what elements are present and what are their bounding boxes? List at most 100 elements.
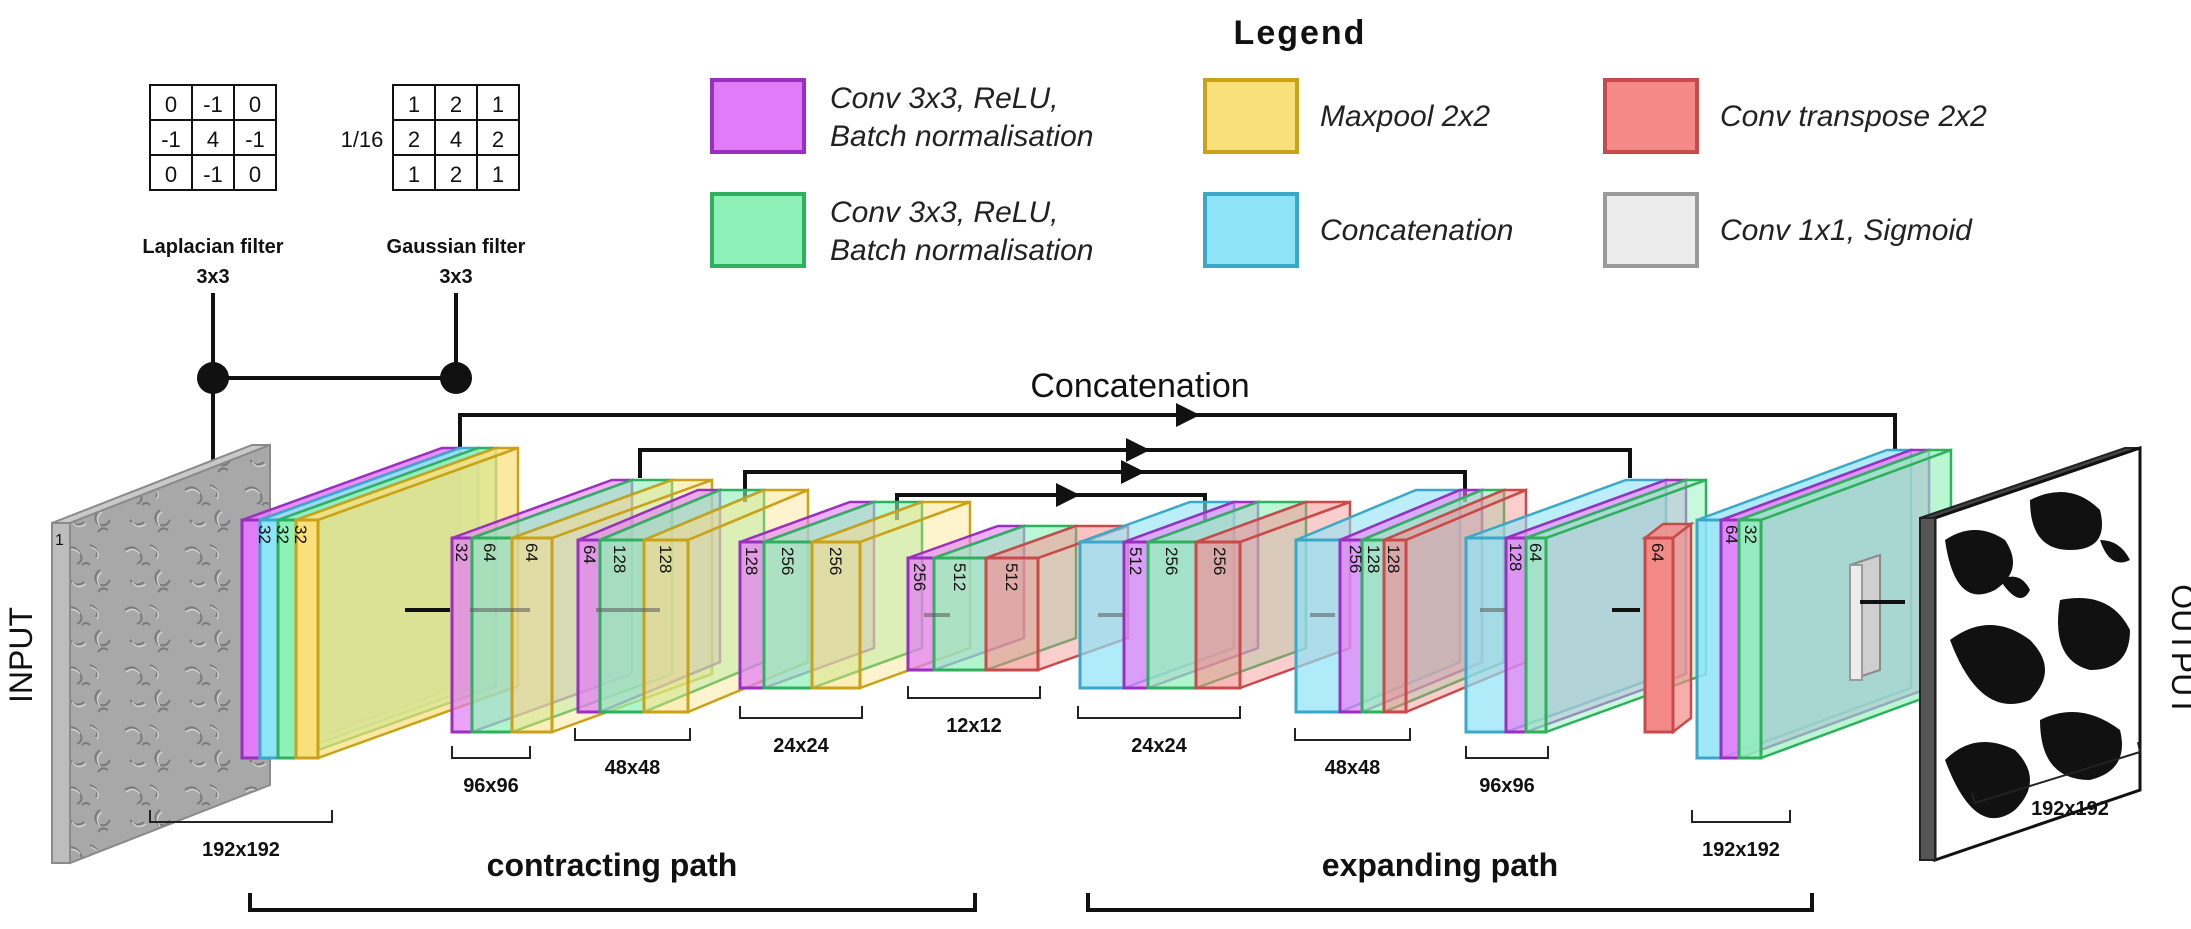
size-label: 48x48 <box>1325 757 1381 779</box>
size-brace: 192x192 <box>1691 810 1791 861</box>
block-9-upsample: 64 <box>1641 521 1695 735</box>
gaussian-cell: 1 <box>492 162 504 187</box>
size-label: 192x192 <box>202 839 280 861</box>
channel-count-label: 64 <box>1648 543 1667 562</box>
legend-swatch-conv-transpose <box>1603 78 1699 154</box>
laplacian-cell: 0 <box>249 162 261 187</box>
channel-count-label: 128 <box>1384 545 1403 573</box>
channel-count-label: 256 <box>778 547 797 575</box>
input-channel-count: 1 <box>55 532 64 549</box>
legend-title: Legend <box>1234 14 1367 52</box>
gaussian-cell: 2 <box>450 92 462 117</box>
concatenation-label: Concatenation <box>1030 367 1249 405</box>
channel-count-label: 256 <box>1210 547 1229 575</box>
size-brace: 96x96 <box>1465 746 1549 797</box>
legend-label-concatenation: Concatenation <box>1320 214 1513 247</box>
channel-count-label: 512 <box>950 563 969 591</box>
size-label: 96x96 <box>463 775 519 797</box>
size-brace: 96x96 <box>451 746 531 797</box>
laplacian-filter: 0 -1 0 -1 4 -1 0 -1 0 Laplacian filter 3… <box>142 84 284 288</box>
size-label: 24x24 <box>1131 735 1187 757</box>
channel-count-label: 32 <box>255 525 274 544</box>
channel-count-label: 64 <box>522 543 541 562</box>
legend: Legend Conv 3x3, ReLU, Batch normalisati… <box>710 14 1987 268</box>
size-brace: 192x192 <box>149 810 333 861</box>
channel-count-label: 32 <box>273 525 292 544</box>
laplacian-cell: -1 <box>203 92 223 117</box>
laplacian-cell: -1 <box>161 127 181 152</box>
channel-count-label: 32 <box>291 525 310 544</box>
legend-item-conv-purple: Conv 3x3, ReLU, Batch normalisation <box>710 78 1093 154</box>
laplacian-cell: 0 <box>165 162 177 187</box>
channel-count-label: 64 <box>480 543 499 562</box>
flow-lines <box>405 600 1905 612</box>
legend-label-conv-green-line1: Conv 3x3, ReLU, <box>830 196 1058 229</box>
gaussian-cell: 4 <box>450 127 462 152</box>
size-label: 96x96 <box>1479 775 1535 797</box>
laplacian-cell: -1 <box>203 162 223 187</box>
size-brace-output: 192x192 <box>1971 741 2142 820</box>
channel-count-label: 128 <box>1506 543 1525 571</box>
channel-count-label: 32 <box>1741 525 1760 544</box>
size-brace: 24x24 <box>1077 706 1241 757</box>
legend-item-conv1x1: Conv 1x1, Sigmoid <box>1603 192 1973 268</box>
size-label: 12x12 <box>946 715 1002 737</box>
layer-conv-transpose <box>1641 521 1695 735</box>
gaussian-grid <box>392 84 520 191</box>
legend-swatch-conv1x1 <box>1603 192 1699 268</box>
channel-count-label: 64 <box>1722 525 1741 544</box>
size-brace: 48x48 <box>1294 728 1411 779</box>
gaussian-cell: 1 <box>408 92 420 117</box>
input-label: INPUT <box>3 607 39 703</box>
channel-count-label: 64 <box>580 545 599 564</box>
gaussian-label-line1: Gaussian filter <box>387 236 526 258</box>
size-brace: 12x12 <box>907 686 1041 737</box>
size-brace: 24x24 <box>739 706 863 757</box>
channel-count-label: 128 <box>656 545 675 573</box>
channel-count-label: 256 <box>1162 547 1181 575</box>
input-image: 1 INPUT <box>3 443 271 865</box>
size-label: 192x192 <box>1702 839 1780 861</box>
channel-count-label: 256 <box>910 563 929 591</box>
size-label: 48x48 <box>605 757 661 779</box>
gaussian-cell: 1 <box>408 162 420 187</box>
block-6-decoder: 512 256 256 <box>1078 500 1352 690</box>
gaussian-cell: 2 <box>408 127 420 152</box>
expanding-path-label: expanding path <box>1322 847 1558 883</box>
channel-count-label: 256 <box>1346 545 1365 573</box>
laplacian-label-line1: Laplacian filter <box>142 236 283 258</box>
legend-item-conv-transpose: Conv transpose 2x2 <box>1603 78 1987 154</box>
gaussian-label-line2: 3x3 <box>439 266 472 288</box>
legend-swatch-concatenation <box>1203 192 1299 268</box>
legend-label-conv-transpose: Conv transpose 2x2 <box>1720 100 1987 133</box>
size-label: 24x24 <box>773 735 829 757</box>
legend-label-conv-green-line2: Batch normalisation <box>830 234 1093 267</box>
path-labels: contracting path expanding path <box>248 847 1814 912</box>
channel-count-label: 512 <box>1002 563 1021 591</box>
output-image: OUTPUT <box>1919 445 2191 863</box>
contracting-path-label: contracting path <box>487 847 738 883</box>
legend-swatch-conv-purple <box>710 78 806 154</box>
channel-count-label: 128 <box>742 547 761 575</box>
gaussian-cell: 2 <box>492 127 504 152</box>
layer-conv1x1-sigmoid <box>1849 553 1881 682</box>
legend-item-conv-green: Conv 3x3, ReLU, Batch normalisation <box>710 192 1093 268</box>
channel-count-label: 32 <box>452 543 471 562</box>
channel-count-label: 128 <box>610 545 629 573</box>
legend-swatch-maxpool <box>1203 78 1299 154</box>
gaussian-cell: 2 <box>450 162 462 187</box>
legend-label-conv1x1: Conv 1x1, Sigmoid <box>1720 214 1973 247</box>
legend-label-maxpool: Maxpool 2x2 <box>1320 100 1490 133</box>
channel-count-label: 64 <box>1526 543 1545 562</box>
size-braces: 192x192 96x96 48x48 24x24 12x12 24x24 48x48 96x… <box>149 686 2142 861</box>
laplacian-cell: 0 <box>249 92 261 117</box>
junction-dot <box>197 362 229 394</box>
gaussian-filter: 1/16 1 2 1 2 4 2 1 2 1 Gaussian filter 3… <box>341 84 526 288</box>
channel-count-label: 512 <box>1126 547 1145 575</box>
legend-item-concatenation: Concatenation <box>1203 192 1513 268</box>
block-5-bottleneck: 256 512 512 <box>906 524 1130 672</box>
